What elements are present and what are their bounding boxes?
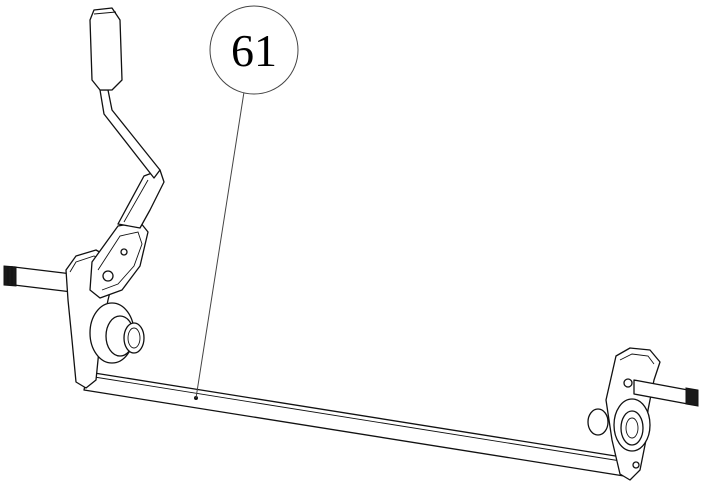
callout-balloon [209,5,299,95]
callout-61: 61 [195,5,299,399]
left-bracket [3,7,165,389]
callout-label: 61 [231,25,277,76]
right-bracket [587,347,699,481]
cross-shaft [83,371,629,477]
callout-leader [195,91,245,399]
